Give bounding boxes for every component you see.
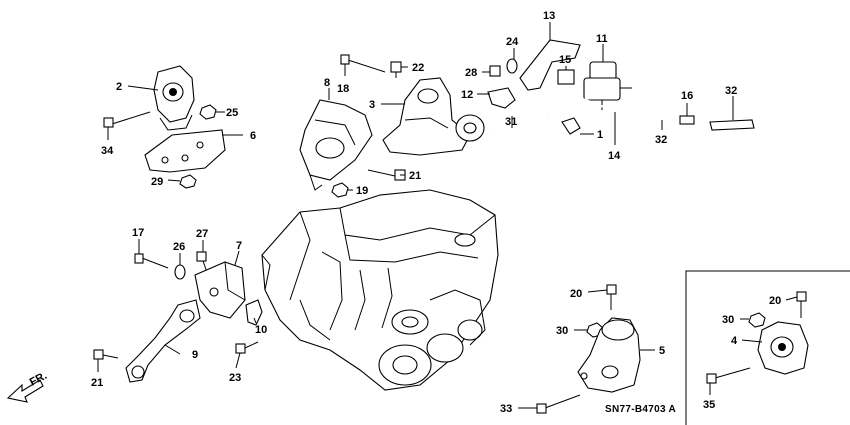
clip-1 [561, 117, 581, 135]
callout-8: 8 [324, 77, 330, 89]
callout-23: 23 [229, 372, 241, 384]
bolt-20-inset [796, 291, 807, 318]
bolt-33 [536, 394, 581, 414]
callout-3: 3 [369, 99, 375, 111]
side-mount-part-8 [299, 99, 373, 191]
nut-25 [199, 104, 217, 120]
vacuum-hose-31 [487, 114, 549, 142]
callout-13: 13 [543, 10, 555, 22]
inset-frame [685, 270, 850, 425]
nut-30-inset [748, 312, 766, 328]
rear-mount-part-2 [153, 65, 195, 131]
bolt-21-lower [93, 349, 119, 360]
callout-24: 24 [506, 36, 519, 48]
callout-35: 35 [703, 399, 715, 411]
bolt-22 [390, 61, 402, 78]
callout-29: 29 [151, 176, 163, 188]
bolt-21-upper [367, 169, 406, 181]
torque-rod-9 [125, 299, 201, 383]
callout-20-center: 20 [570, 288, 582, 300]
engine-mount-5 [577, 317, 641, 393]
hose-32 [709, 119, 755, 131]
callout-28: 28 [465, 67, 477, 79]
callout-30-inset: 30 [722, 314, 734, 326]
hose-14 [539, 92, 669, 120]
callout-10: 10 [255, 324, 267, 336]
callout-11: 11 [596, 33, 608, 45]
callout-15: 15 [559, 54, 571, 66]
part-code: SN77-B4703 A [605, 404, 676, 415]
callout-21-upper: 21 [409, 170, 421, 182]
callout-30-center: 30 [556, 325, 568, 337]
callout-20-inset: 20 [769, 295, 781, 307]
front-mount-part-3 [382, 77, 485, 156]
bolt-28 [489, 65, 501, 77]
washer-26 [174, 264, 186, 280]
front-direction-label: FR. [28, 370, 49, 389]
leader-lines [97, 22, 798, 409]
callout-21-lower: 21 [91, 377, 103, 389]
callout-27: 27 [196, 228, 208, 240]
bolt-34 [103, 111, 151, 128]
callout-25: 25 [226, 107, 238, 119]
front-direction-arrow-icon [6, 379, 44, 403]
callout-19: 19 [356, 185, 368, 197]
callout-5: 5 [659, 345, 665, 357]
bracket-13 [519, 39, 581, 91]
mount-4 [757, 321, 809, 375]
callout-1: 1 [597, 129, 603, 141]
callout-9: 9 [192, 349, 198, 361]
callout-6: 6 [250, 130, 256, 142]
bolt-35 [706, 367, 751, 384]
callout-17: 17 [132, 227, 144, 239]
bolt-17 [134, 253, 169, 269]
callout-16: 16 [681, 90, 693, 102]
callout-34: 34 [101, 145, 114, 157]
callout-32-lower: 32 [655, 134, 667, 146]
bolt-23 [235, 341, 259, 354]
collar-24 [506, 58, 518, 74]
bracket-part-6 [144, 129, 226, 173]
bolt-18 [340, 54, 386, 73]
nut-29 [179, 174, 197, 189]
callout-labels: 2 34 25 6 29 8 18 22 3 12 28 24 13 15 11… [91, 10, 781, 415]
bolt-20-center [606, 284, 617, 310]
callout-7: 7 [236, 240, 242, 252]
callout-12: 12 [461, 89, 473, 101]
solenoid-valve-11 [583, 61, 632, 110]
callout-14: 14 [608, 150, 621, 162]
callout-33: 33 [500, 403, 512, 415]
bracket-7 [194, 261, 246, 319]
stopper-10 [245, 299, 263, 326]
callout-32-upper: 32 [725, 85, 737, 97]
connector-15 [557, 69, 575, 85]
callout-2: 2 [116, 81, 122, 93]
callout-26: 26 [173, 241, 185, 253]
callout-4: 4 [731, 335, 738, 347]
engine-assembly [261, 189, 499, 391]
fitting-16 [679, 115, 695, 125]
callout-22: 22 [412, 62, 424, 74]
nut-19 [331, 182, 349, 198]
callout-18: 18 [337, 83, 349, 95]
bracket-12 [487, 87, 516, 109]
callout-31: 31 [505, 116, 517, 128]
